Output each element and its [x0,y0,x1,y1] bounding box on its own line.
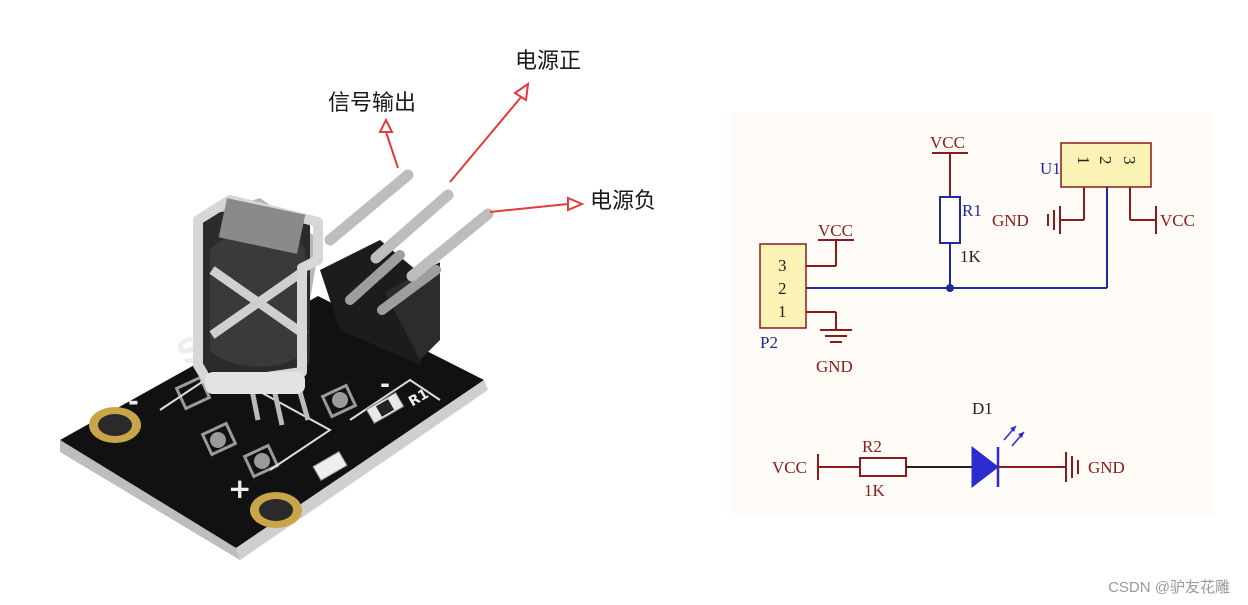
watermark: CSDN @驴友花雕 [1108,579,1230,596]
pcb-board: S - - + R1 [60,296,488,560]
arrow-power-pos [449,95,523,183]
r1-value: 1K [960,247,982,266]
led-d1 [971,445,999,489]
r1-branch: VCC R1 1K [930,133,982,292]
gnd-label-u1: GND [992,211,1029,230]
vcc-label-p2: VCC [818,221,853,240]
p2-pin-1: 1 [778,302,787,321]
u1-pin-2: 2 [1096,156,1115,165]
ir-receiver-module-photo: S - - + R1 信号输出 电源正 电源负 [60,49,656,560]
u1-body [1060,142,1152,188]
led-circuit: VCC R2 1K D1 GND [772,399,1125,500]
annotation-arrows [378,81,585,213]
vcc-label-u1: VCC [1160,211,1195,230]
silk-minus-right: - [380,370,390,398]
p2-body [759,243,807,329]
u1-pin-3: 3 [1120,156,1139,165]
p2-pin-3: 3 [778,256,787,275]
label-power-pos: 电源正 [515,49,581,74]
label-signal-out: 信号输出 [328,91,416,116]
header-pins [320,169,494,365]
vcc-label-led: VCC [772,458,807,477]
vcc-label-r1: VCC [930,133,965,152]
d1-label: D1 [972,399,993,418]
gnd-label-led: GND [1088,458,1125,477]
resistor-r1 [939,196,961,244]
resistor-r2 [859,457,907,477]
r2-label: R2 [862,437,882,456]
arrow-power-neg [489,203,569,213]
ir-receiver-sensor [193,195,323,426]
silk-plus: + [228,472,251,505]
silk-minus-left: - [128,387,139,417]
u1-receiver: U1 1 2 3 GND VCC [992,142,1195,288]
r1-label: R1 [962,201,982,220]
smd-led [312,450,348,482]
p2-pin-2: 2 [778,279,787,298]
r2-value: 1K [864,481,886,500]
u1-pin-1: 1 [1074,156,1093,165]
u1-label: U1 [1040,159,1061,178]
label-power-neg: 电源负 [590,189,656,214]
arrow-signal-out [385,131,399,169]
gnd-label-p2: GND [816,357,853,376]
p2-label: P2 [760,333,778,352]
p2-connector: 3 2 1 P2 VCC GND [759,221,854,376]
